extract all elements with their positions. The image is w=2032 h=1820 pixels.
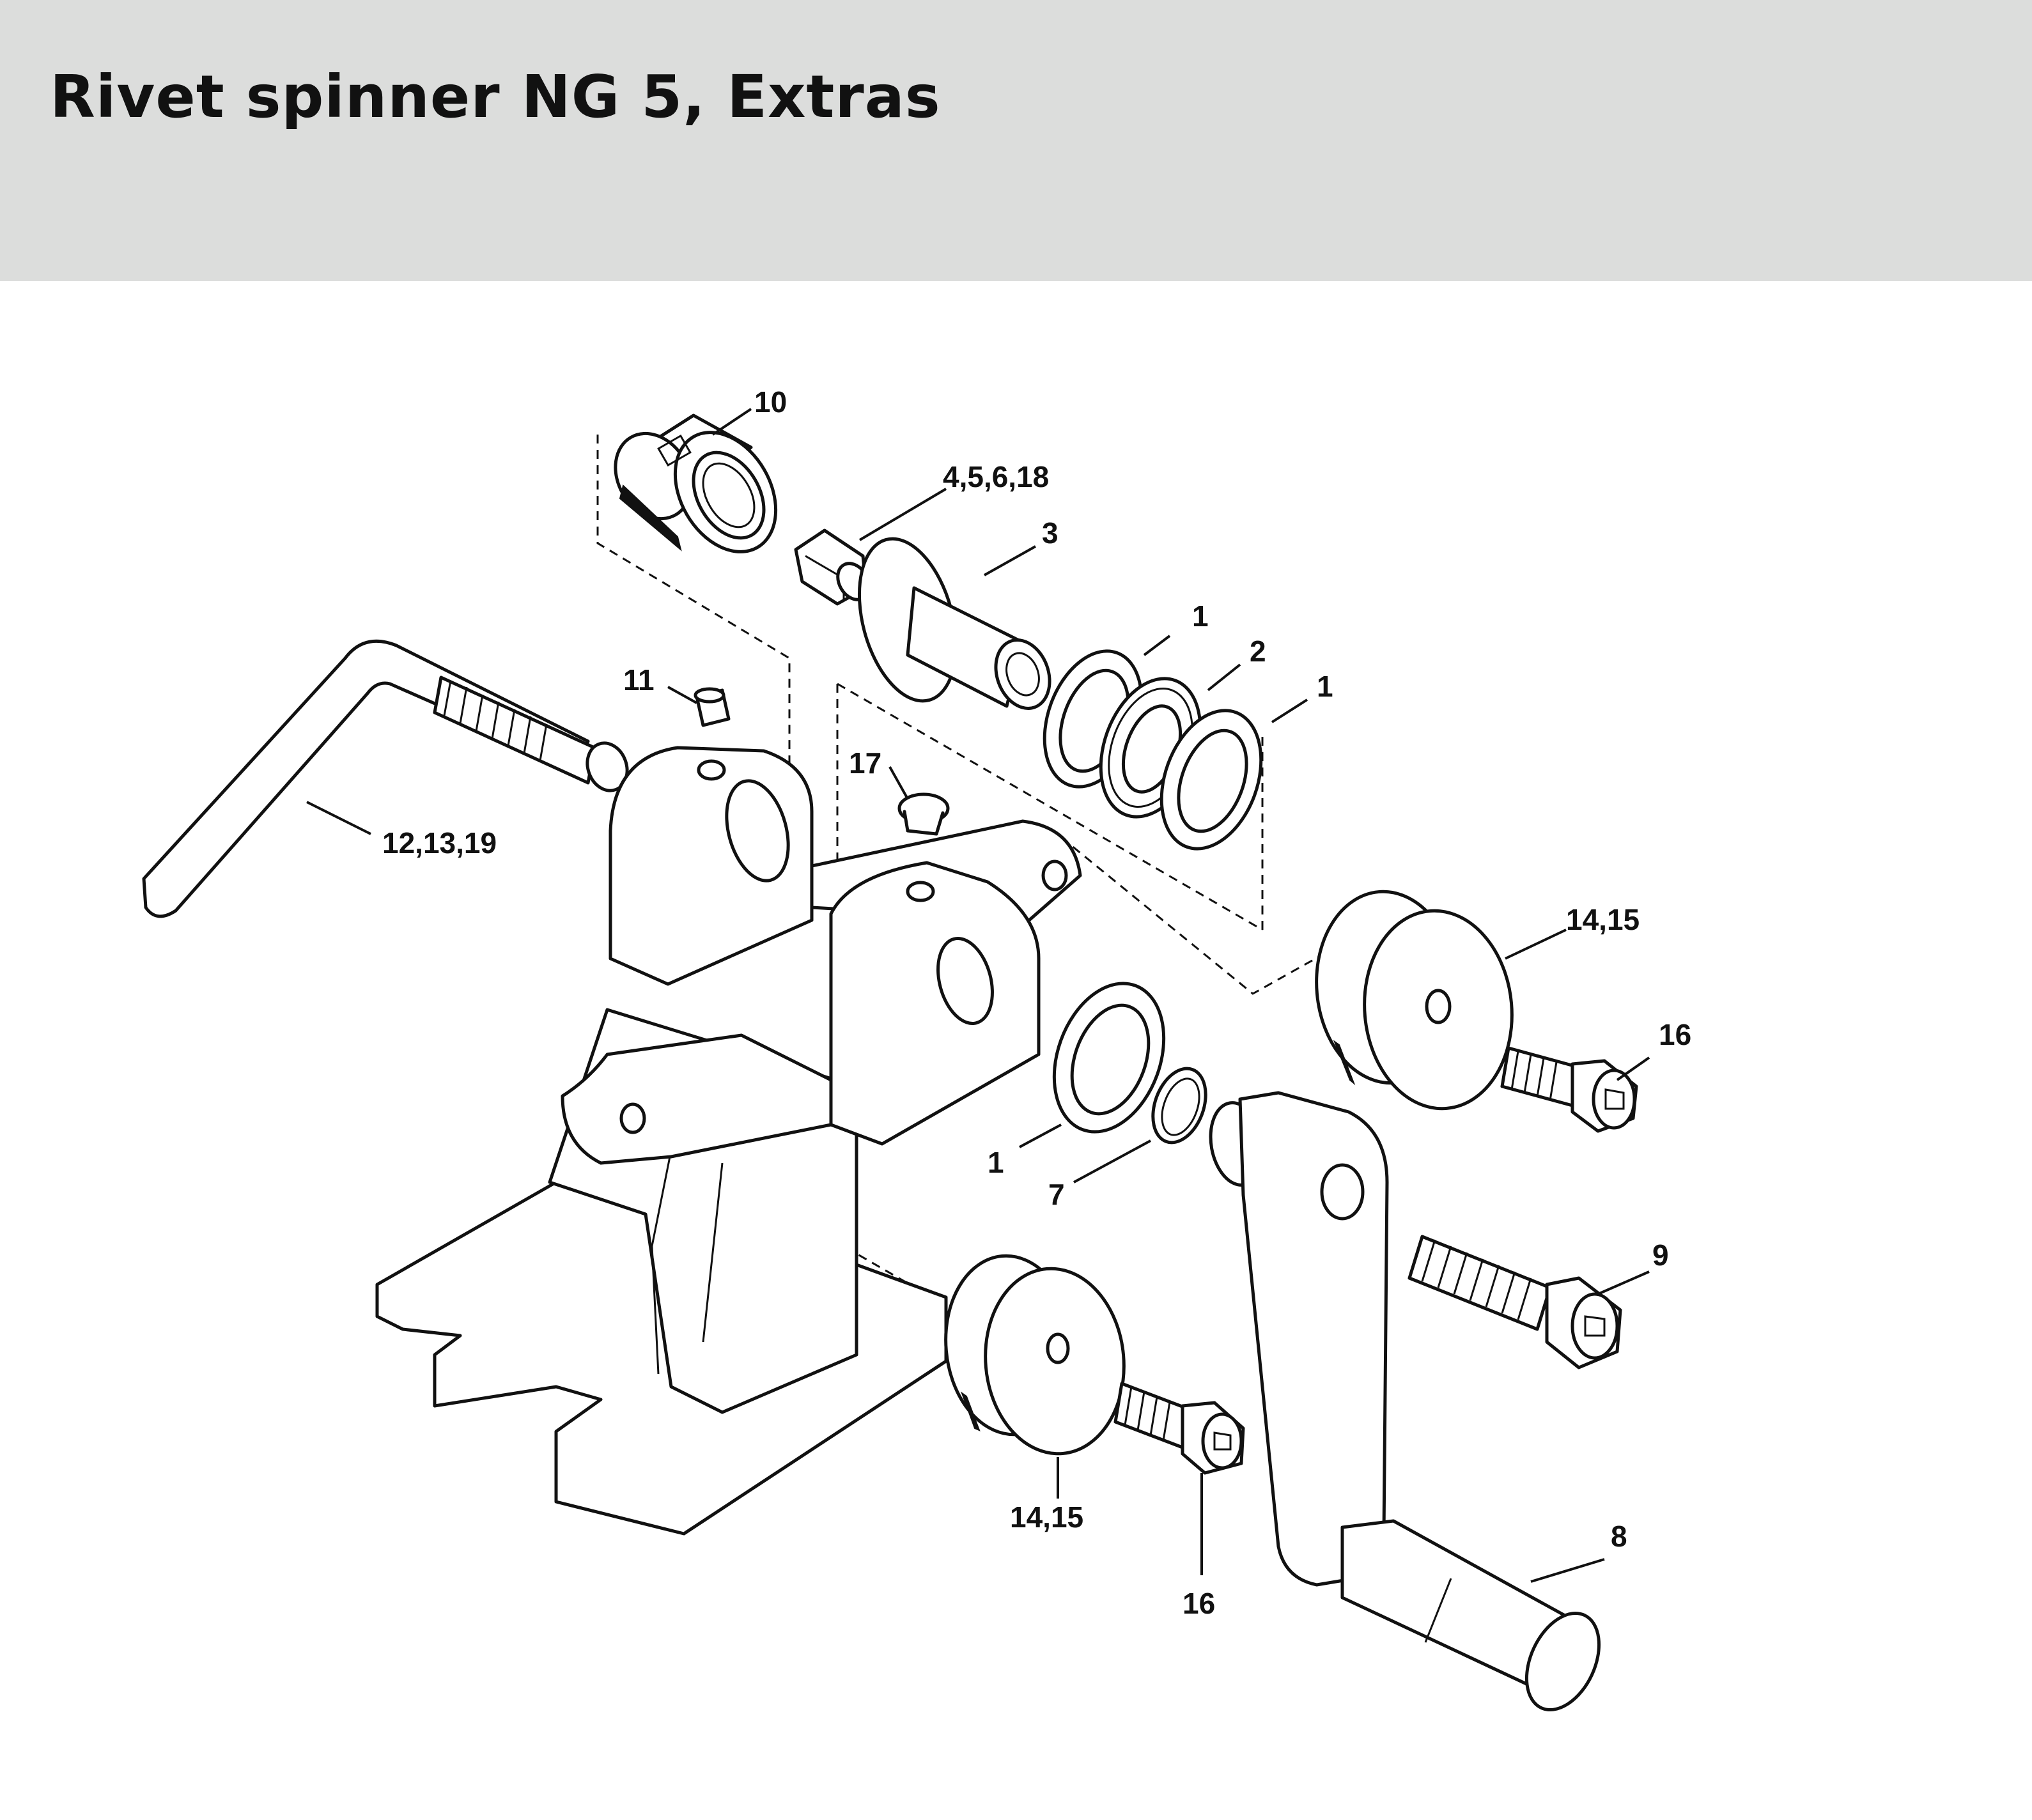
part-12-13-19-bent-rod — [142, 639, 629, 918]
callout-1-middle: 1 — [988, 1146, 1004, 1179]
part-1-washer-middle — [1052, 982, 1166, 1134]
part-16-screw-bottom — [1113, 1382, 1245, 1475]
callout-2: 2 — [1250, 635, 1266, 668]
callout-9: 9 — [1652, 1238, 1669, 1272]
part-14-15-roller-right — [1315, 890, 1514, 1111]
part-16-screw-right — [1500, 1046, 1638, 1133]
header-bar: Rivet spinner NG 5, Extras — [0, 0, 2032, 281]
part-7-circlip — [1151, 1067, 1207, 1145]
callout-1-top: 1 — [1192, 599, 1209, 633]
callout-11: 11 — [623, 663, 655, 697]
callout-16-right: 16 — [1659, 1018, 1691, 1051]
part-1-washer-right — [1159, 709, 1263, 851]
callout-12-13-19: 12,13,19 — [382, 826, 497, 860]
callout-17: 17 — [849, 746, 881, 780]
callout-16-bottom: 16 — [1183, 1587, 1215, 1620]
callout-10: 10 — [754, 385, 787, 419]
callout-1-right: 1 — [1317, 670, 1333, 703]
callout-7: 7 — [1048, 1178, 1065, 1211]
part-17-cap — [897, 792, 950, 836]
callout-4-5-6-18: 4,5,6,18 — [943, 460, 1049, 493]
part-9-long-screw — [1408, 1235, 1622, 1369]
callout-labels: 10 4,5,6,18 3 1 2 1 11 17 12,13,19 14,15… — [382, 385, 1691, 1620]
part-3-flanged-tube — [857, 537, 1051, 710]
callout-14-15-bottom: 14,15 — [1010, 1500, 1083, 1534]
callout-3: 3 — [1042, 516, 1059, 550]
part-14-15-roller-bottom — [944, 1254, 1126, 1456]
callout-8: 8 — [1611, 1520, 1627, 1553]
part-11-grub-screw — [694, 687, 731, 727]
page-title: Rivet spinner NG 5, Extras — [50, 63, 941, 131]
part-8-crank-handle — [1209, 1091, 1601, 1712]
part-10-sleeve — [614, 413, 778, 553]
main-body-frame — [375, 746, 1082, 1536]
exploded-parts-diagram: 10 4,5,6,18 3 1 2 1 11 17 12,13,19 14,15… — [142, 385, 1691, 1712]
leader-lines — [306, 408, 1650, 1583]
callout-14-15-right: 14,15 — [1566, 903, 1640, 936]
